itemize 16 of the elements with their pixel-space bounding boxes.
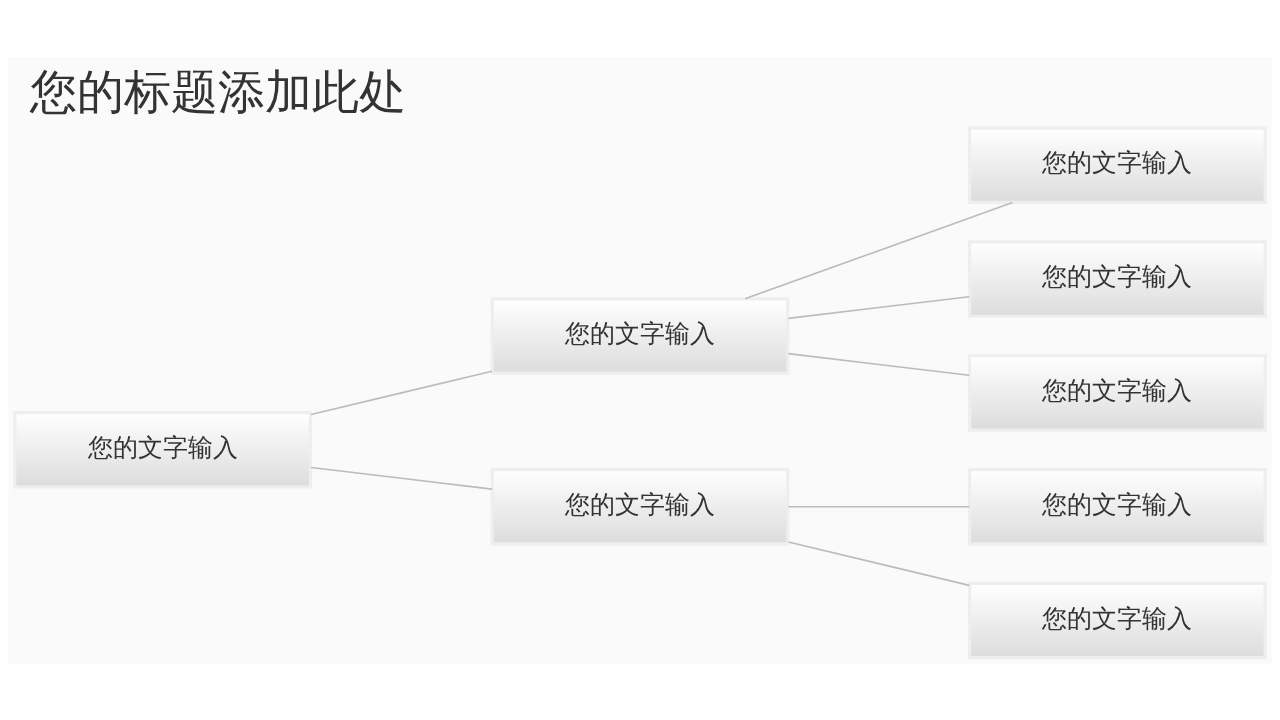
node-box: 您的文字输入 — [968, 126, 1267, 204]
connector — [744, 201, 1014, 300]
node-box: 您的文字输入 — [968, 467, 1267, 545]
node-box: 您的文字输入 — [968, 581, 1267, 659]
connector — [310, 369, 493, 415]
connector — [787, 540, 971, 586]
connector — [787, 295, 971, 319]
node-box: 您的文字输入 — [13, 410, 312, 489]
node-box: 您的文字输入 — [490, 296, 790, 375]
diagram-title: 您的标题添加此处 — [29, 63, 406, 119]
node-box: 您的文字输入 — [490, 467, 790, 545]
connector — [787, 505, 971, 507]
node-box: 您的文字输入 — [968, 239, 1267, 318]
node-box: 您的文字输入 — [968, 353, 1267, 432]
connector — [787, 352, 971, 376]
connector — [310, 466, 493, 490]
